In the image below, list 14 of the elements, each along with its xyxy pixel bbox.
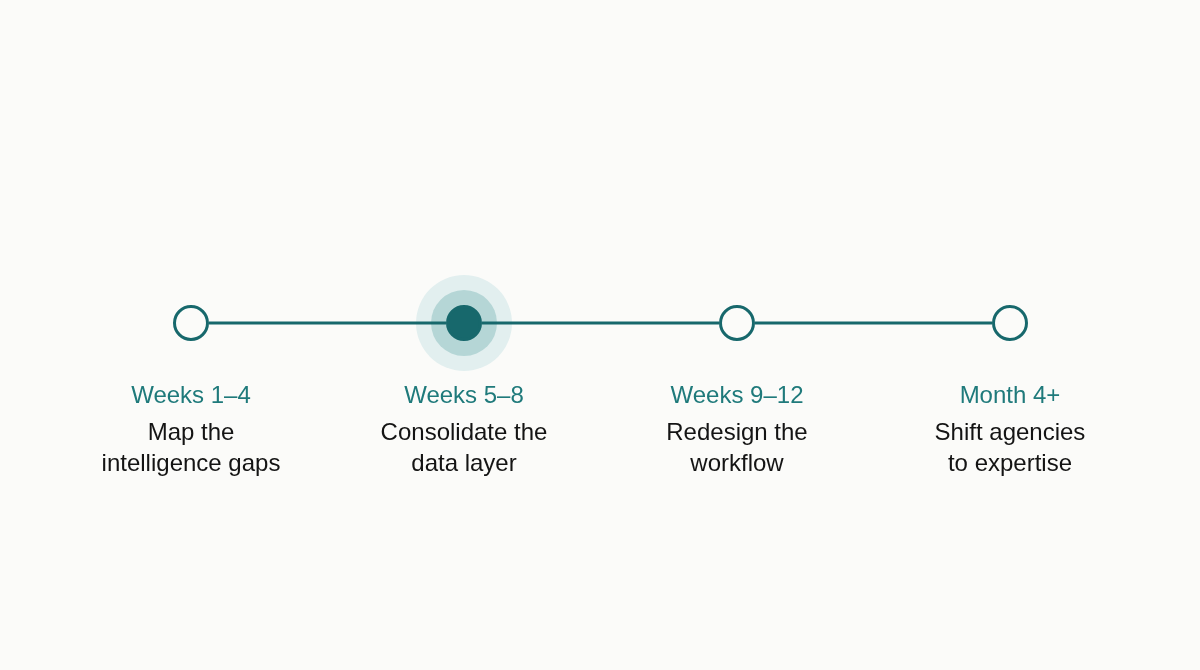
phase-period: Weeks 9–12 xyxy=(670,380,804,410)
timeline-line xyxy=(482,321,719,325)
milestone-circle xyxy=(992,305,1028,341)
milestone-circle xyxy=(719,305,755,341)
phase-description: Shift agencies to expertise xyxy=(933,417,1087,478)
phase-description: Consolidate the data layer xyxy=(379,417,549,478)
phase-period: Weeks 5–8 xyxy=(404,380,524,410)
phase-period: Month 4+ xyxy=(959,380,1061,410)
timeline-line xyxy=(755,321,992,325)
phase-description: Redesign the workflow xyxy=(665,417,809,478)
milestone-circle xyxy=(173,305,209,341)
phase-description: Map the intelligence gaps xyxy=(100,417,282,478)
timeline-line xyxy=(209,321,446,325)
phase-period: Weeks 1–4 xyxy=(131,380,251,410)
